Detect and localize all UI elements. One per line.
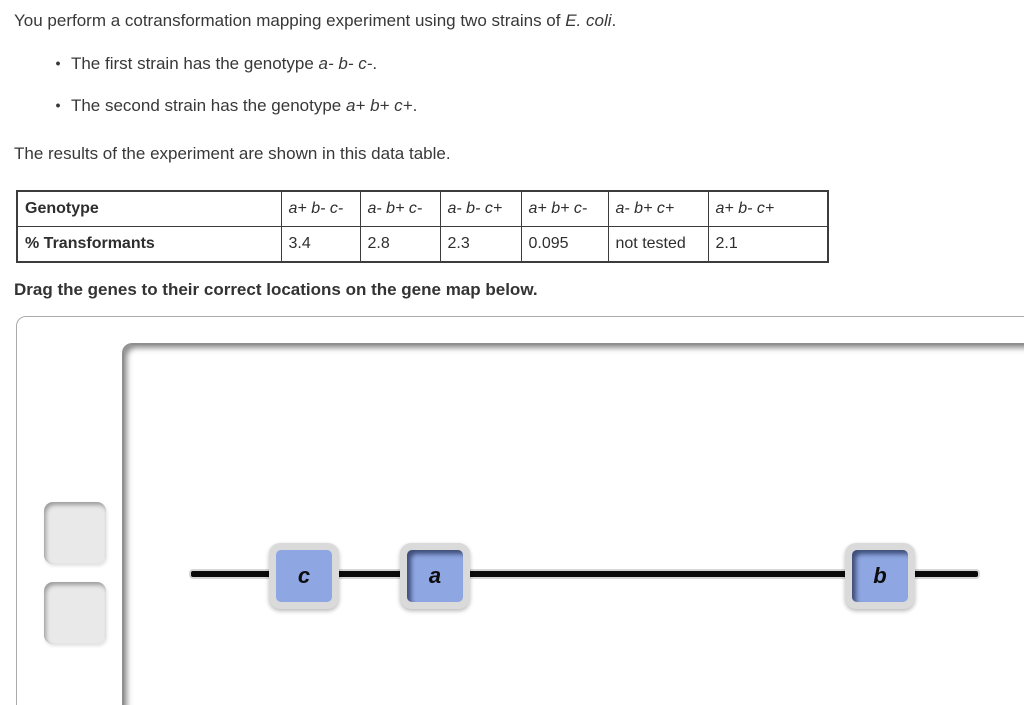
table-row-genotype: Genotype a+ b- c- a- b+ c- a- b- c+ a+ b… <box>16 190 829 227</box>
gene-tile-label: c <box>276 550 332 602</box>
gene-tile-a[interactable]: a <box>400 543 470 609</box>
intro-species-italic: E. coli <box>565 11 612 30</box>
gene-tile-c[interactable]: c <box>269 543 339 609</box>
genotype-cell: a+ b+ c- <box>520 190 609 227</box>
bullet-marker: • <box>55 97 61 114</box>
intro-suffix: . <box>611 11 617 30</box>
bullet-item-first-strain: • The first strain has the genotype a- b-… <box>55 54 377 74</box>
bullet-text: The first strain has the genotype <box>70 54 319 73</box>
tray-empty-slot[interactable] <box>44 582 106 644</box>
value-cell: 2.8 <box>359 226 441 263</box>
bullet-marker: • <box>55 55 61 72</box>
table-header-genotype: Genotype <box>16 190 282 227</box>
value-cell: 3.4 <box>280 226 361 263</box>
gene-map-line <box>191 571 978 577</box>
gene-tile-label: b <box>852 550 908 602</box>
genotype-cell: a+ b- c- <box>280 190 361 227</box>
gene-tile-label: a <box>407 550 463 602</box>
bullet-item-second-strain: • The second strain has the genotype a+ b… <box>55 96 417 116</box>
results-text: The results of the experiment are shown … <box>14 144 451 163</box>
intro-prefix: You perform a cotransformation mapping e… <box>14 11 566 30</box>
bullet-text: The second strain has the genotype <box>70 96 346 115</box>
genotype-cell: a+ b- c+ <box>707 190 829 227</box>
activity-area: c a b <box>16 316 1024 705</box>
gene-map-panel: c a b <box>122 343 1024 705</box>
genotype-cell: a- b+ c- <box>359 190 441 227</box>
bullet-suffix: . <box>372 54 378 73</box>
table-row-transformants: % Transformants 3.4 2.8 2.3 0.095 not te… <box>16 226 829 263</box>
intro-text: You perform a cotransformation mapping e… <box>14 11 616 31</box>
bullet-genotype-italic: a+ b+ c+ <box>345 96 413 115</box>
value-cell: not tested <box>607 226 709 263</box>
genotype-cell: a- b+ c+ <box>607 190 709 227</box>
gene-tile-b[interactable]: b <box>845 543 915 609</box>
value-cell: 2.1 <box>707 226 829 263</box>
genotype-cell: a- b- c+ <box>439 190 522 227</box>
bullet-genotype-italic: a- b- c- <box>318 54 373 73</box>
table-header-transformants: % Transformants <box>16 226 282 263</box>
results-data-table: Genotype a+ b- c- a- b+ c- a- b- c+ a+ b… <box>16 190 829 263</box>
value-cell: 2.3 <box>439 226 522 263</box>
instruction-text: Drag the genes to their correct location… <box>14 280 538 299</box>
value-cell: 0.095 <box>520 226 609 263</box>
bullet-suffix: . <box>412 96 418 115</box>
tray-empty-slot[interactable] <box>44 502 106 564</box>
